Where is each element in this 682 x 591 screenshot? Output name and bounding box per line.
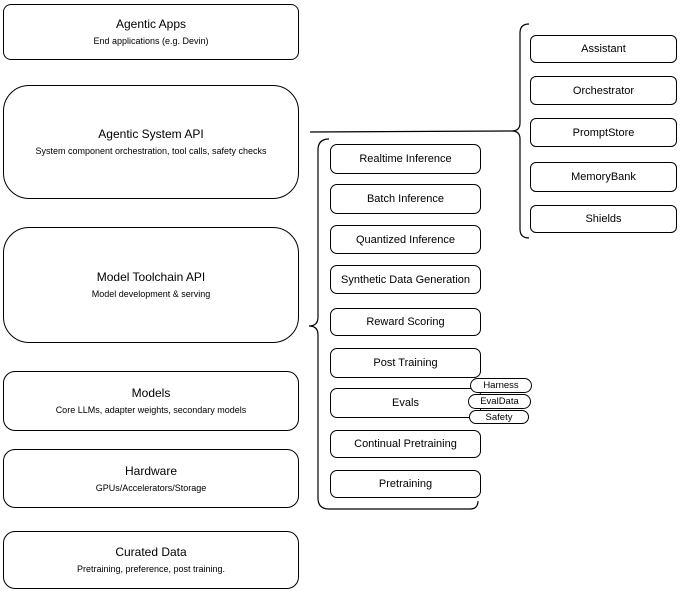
node-agentic-system-api: Agentic System API System component orch… bbox=[3, 85, 299, 199]
node-assistant: Assistant bbox=[530, 35, 677, 63]
system-api-to-components-connector bbox=[309, 130, 513, 133]
node-subtitle: GPUs/Accelerators/Storage bbox=[95, 482, 207, 493]
node-evals: Evals bbox=[330, 388, 481, 418]
node-hardware: Hardware GPUs/Accelerators/Storage bbox=[3, 449, 299, 508]
node-title: Hardware bbox=[124, 463, 178, 478]
node-title: Curated Data bbox=[115, 545, 187, 559]
node-subtitle: Core LLMs, adapter weights, secondary mo… bbox=[55, 405, 247, 415]
node-title: Model Toolchain API bbox=[96, 270, 206, 284]
node-subtitle: Pretraining, preference, post training. bbox=[76, 564, 226, 574]
node-promptstore: PromptStore bbox=[530, 118, 677, 147]
node-subtitle: System component orchestration, tool cal… bbox=[35, 146, 267, 156]
node-subtitle: End applications (e.g. Devin) bbox=[93, 36, 209, 46]
node-curated-data: Curated Data Pretraining, preference, po… bbox=[3, 531, 299, 589]
node-memorybank: MemoryBank bbox=[530, 162, 677, 192]
node-model-toolchain-api: Model Toolchain API Model development & … bbox=[3, 227, 299, 343]
pill-evaldata: EvalData bbox=[468, 394, 531, 409]
node-quantized-inference: Quantized Inference bbox=[330, 225, 481, 254]
node-reward-scoring: Reward Scoring bbox=[330, 308, 481, 336]
node-agentic-apps: Agentic Apps End applications (e.g. Devi… bbox=[3, 4, 299, 60]
system-components-brace bbox=[511, 23, 530, 239]
node-pretraining: Pretraining bbox=[330, 470, 481, 498]
node-shields: Shields bbox=[530, 205, 677, 233]
node-batch-inference: Batch Inference bbox=[330, 184, 481, 214]
pill-harness: Harness bbox=[470, 378, 532, 393]
pill-safety: Safety bbox=[469, 410, 529, 424]
node-continual-pretraining: Continual Pretraining bbox=[330, 430, 481, 458]
node-post-training: Post Training bbox=[330, 348, 481, 378]
node-orchestrator: Orchestrator bbox=[530, 76, 677, 105]
node-subtitle: Model development & serving bbox=[91, 289, 211, 299]
node-synthetic-data-generation: Synthetic Data Generation bbox=[330, 265, 481, 294]
node-models: Models Core LLMs, adapter weights, secon… bbox=[3, 371, 299, 431]
node-realtime-inference: Realtime Inference bbox=[330, 144, 481, 174]
node-title: Models bbox=[131, 386, 171, 400]
node-title: Agentic System API bbox=[98, 127, 204, 141]
node-title: Agentic Apps bbox=[115, 17, 187, 31]
